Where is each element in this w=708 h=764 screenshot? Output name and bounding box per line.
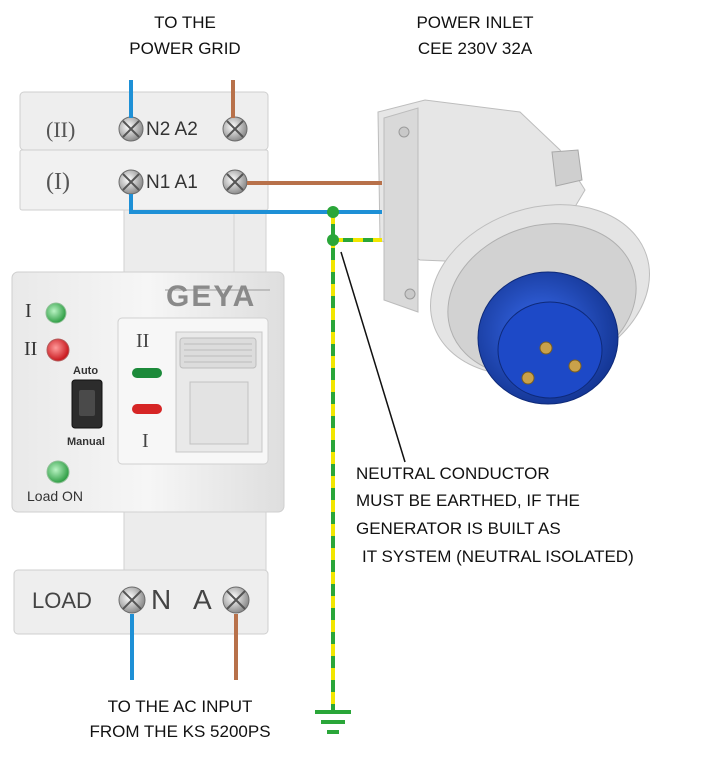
window-ii-label: II [136, 330, 150, 352]
window-green-indicator [132, 368, 162, 378]
led-ii-label: II [24, 338, 38, 360]
window-i-label: I [142, 430, 149, 452]
led-i-green [45, 302, 67, 324]
led-load-on [46, 460, 70, 484]
brand-logo: GEYA [166, 280, 257, 313]
switch-auto-label: Auto [73, 365, 99, 377]
terminal-a1-screw [222, 169, 248, 195]
transfer-switch-device [11, 91, 285, 635]
note-line1: NEUTRAL CONDUCTOR [356, 464, 550, 483]
terminal-a-screw [222, 586, 250, 614]
grid-label-line1: TO THE [154, 13, 216, 32]
terminal-n-screw [118, 586, 146, 614]
wires [129, 80, 406, 710]
ac-label-line1: TO THE AC INPUT [107, 697, 253, 716]
n2-a2-label: N2 A2 [146, 119, 198, 140]
led-ii-red [46, 338, 70, 362]
terminal-n1-screw [118, 169, 144, 195]
inlet-label-line1: POWER INLET [416, 13, 534, 32]
led-i-label: I [25, 300, 32, 322]
switch-manual-label: Manual [67, 436, 105, 448]
note-line3: GENERATOR IS BUILT AS [356, 519, 561, 538]
plug-pin [521, 371, 535, 385]
junction-dot [327, 206, 339, 218]
inlet-label-line2: CEE 230V 32A [417, 39, 533, 58]
inlet-neutral-wire [129, 194, 382, 214]
earth-ground-icon [315, 710, 351, 734]
power-inlet-cee-plug [377, 99, 650, 405]
load-label: LOAD [32, 588, 92, 613]
note-leader-line [340, 251, 406, 463]
load-on-label: Load ON [27, 488, 84, 504]
row-ii-label: (II) [46, 117, 76, 142]
grid-label-line2: POWER GRID [129, 39, 241, 58]
n1-a1-label: N1 A1 [146, 172, 198, 193]
ac-label-line2: FROM THE KS 5200PS [89, 722, 271, 741]
terminal-a-label: A [193, 584, 212, 615]
window-red-indicator [132, 404, 162, 414]
plug-pin [539, 341, 553, 355]
junction-dot [327, 234, 339, 246]
row-i-label: (I) [46, 169, 70, 195]
terminal-n2-screw [118, 116, 144, 142]
note-line4: IT SYSTEM (NEUTRAL ISOLATED) [362, 547, 634, 566]
terminal-a2-screw [222, 116, 248, 142]
terminal-n-label: N [151, 584, 172, 615]
plug-pin [568, 359, 582, 373]
note-line2: MUST BE EARTHED, IF THE [356, 491, 580, 510]
